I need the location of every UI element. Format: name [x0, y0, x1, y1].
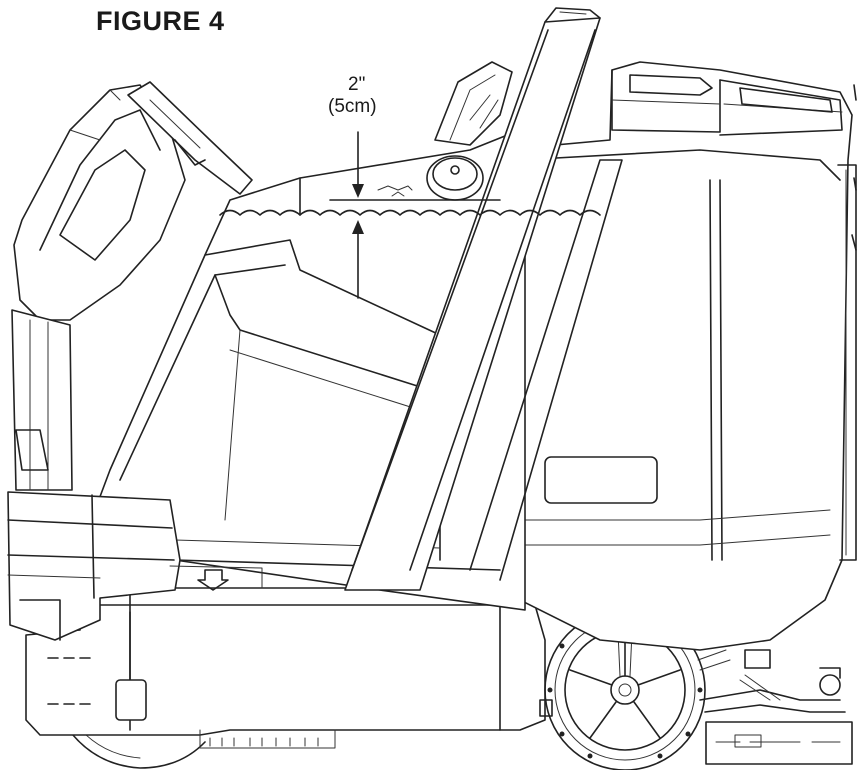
steering-console: [11, 81, 253, 491]
water-level-line: [219, 209, 601, 216]
front-bumper: [7, 491, 263, 641]
base-chassis: [25, 587, 546, 749]
dimension-value-label: 2": [348, 74, 366, 95]
fill-cap: [426, 61, 513, 201]
mast-column: [344, 7, 623, 591]
dimension-indicator: [329, 131, 501, 299]
figure-title: FIGURE 4: [96, 6, 225, 36]
dimension-metric-label: (5cm): [328, 96, 377, 117]
brush-deck-assembly: [539, 639, 853, 765]
recovery-tank: [499, 61, 857, 651]
